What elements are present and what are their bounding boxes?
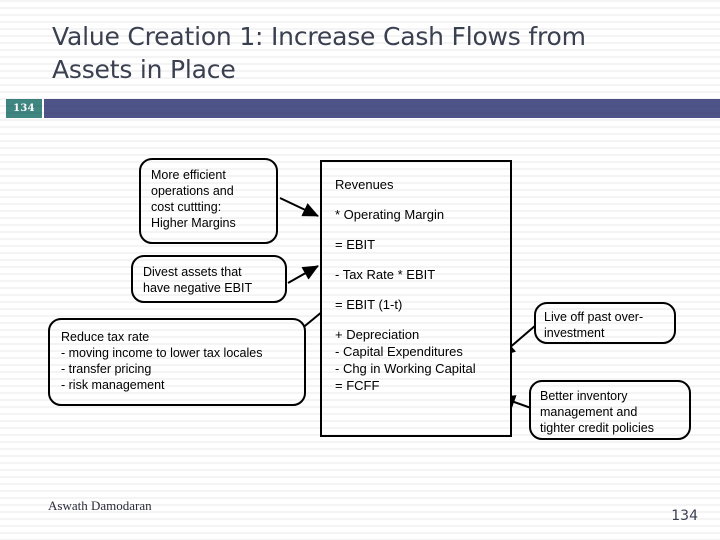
node-divest-assets-text: Divest assets that have negative EBIT bbox=[143, 265, 253, 295]
spacer bbox=[335, 313, 510, 326]
fcff-line-fcff: = FCFF bbox=[335, 378, 380, 393]
fcff-line-working-capital: - Chg in Working Capital bbox=[335, 361, 476, 376]
slide-number-badge: 134 bbox=[6, 99, 42, 118]
header-bar-fill bbox=[44, 99, 720, 118]
node-higher-margins-text: More efficient operations and cost cuttt… bbox=[151, 168, 236, 230]
footer-author: Aswath Damodaran bbox=[48, 498, 152, 513]
node-live-off-overinvestment[interactable]: Live off past over- investment bbox=[534, 302, 676, 344]
fcff-line-capex: - Capital Expenditures bbox=[335, 344, 463, 359]
spacer bbox=[335, 223, 510, 236]
spacer bbox=[335, 253, 510, 266]
arrow-margins-to-operating-margin bbox=[279, 197, 319, 217]
fcff-line-revenues: Revenues bbox=[335, 177, 394, 192]
spacer bbox=[335, 283, 510, 296]
footer-page-number: 134 bbox=[671, 508, 698, 524]
page-title: Value Creation 1: Increase Cash Flows fr… bbox=[52, 22, 586, 84]
fcff-line-ebit: = EBIT bbox=[335, 237, 376, 252]
fcff-line-operating-margin: * Operating Margin bbox=[335, 207, 445, 222]
arrow-divest-to-ebit bbox=[287, 265, 319, 284]
spacer bbox=[335, 193, 510, 206]
node-higher-margins[interactable]: More efficient operations and cost cuttt… bbox=[139, 158, 278, 244]
node-reduce-tax-rate-text: Reduce tax rate - moving income to lower… bbox=[61, 330, 263, 392]
node-live-off-overinvestment-text: Live off past over- investment bbox=[544, 310, 644, 340]
node-fcff-computation[interactable]: Revenues * Operating Margin = EBIT - Tax… bbox=[320, 160, 512, 437]
header-accent-bar: 134 bbox=[0, 99, 720, 118]
fcff-line-ebit-after-tax: = EBIT (1-t) bbox=[335, 297, 403, 312]
node-better-inventory-management[interactable]: Better inventory management and tighter … bbox=[529, 380, 691, 440]
node-better-inventory-management-text: Better inventory management and tighter … bbox=[540, 389, 654, 435]
fcff-line-tax-rate: - Tax Rate * EBIT bbox=[335, 267, 436, 282]
fcff-line-depreciation: + Depreciation bbox=[335, 327, 420, 342]
node-reduce-tax-rate[interactable]: Reduce tax rate - moving income to lower… bbox=[48, 318, 306, 406]
node-divest-assets[interactable]: Divest assets that have negative EBIT bbox=[131, 255, 287, 303]
